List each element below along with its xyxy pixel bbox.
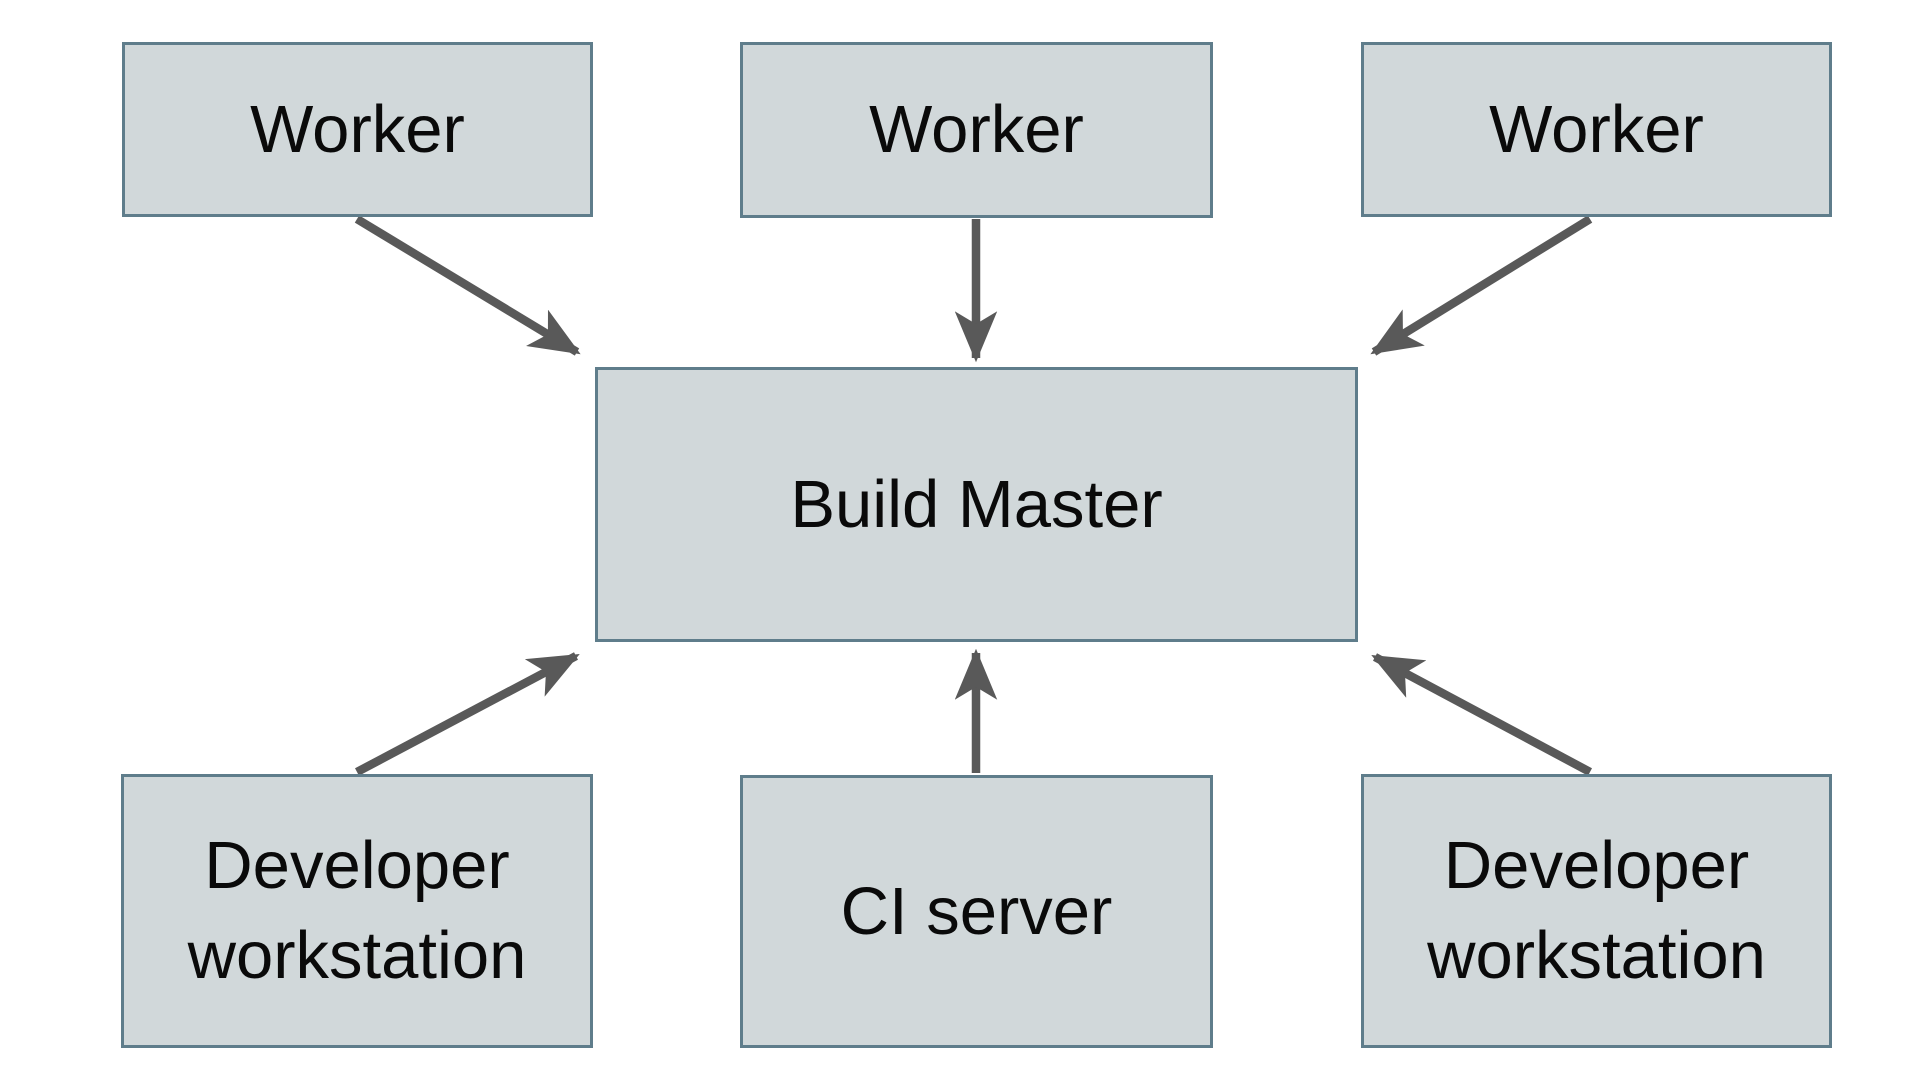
node-worker-right: Worker xyxy=(1361,42,1832,217)
node-ci-server: CI server xyxy=(740,775,1213,1048)
node-build-master: Build Master xyxy=(595,367,1358,642)
node-label: CI server xyxy=(840,873,1113,949)
node-label: Developer workstation xyxy=(187,828,527,993)
arrow-dev-right-to-build-master xyxy=(1371,653,1593,776)
arrow-worker-right-to-build-master xyxy=(1370,215,1593,356)
node-worker-center: Worker xyxy=(740,42,1213,218)
node-label: Build Master xyxy=(790,466,1163,542)
node-worker-left: Worker xyxy=(122,42,593,217)
node-label: Worker xyxy=(869,92,1084,168)
node-label: Worker xyxy=(1489,91,1704,167)
arrow-dev-left-to-build-master xyxy=(355,652,580,776)
node-developer-workstation-right: Developer workstation xyxy=(1361,774,1832,1048)
node-label: Developer workstation xyxy=(1427,828,1766,993)
node-developer-workstation-left: Developer workstation xyxy=(121,774,593,1048)
arrow-worker-left-to-build-master xyxy=(354,215,581,356)
node-label: Worker xyxy=(250,91,465,167)
